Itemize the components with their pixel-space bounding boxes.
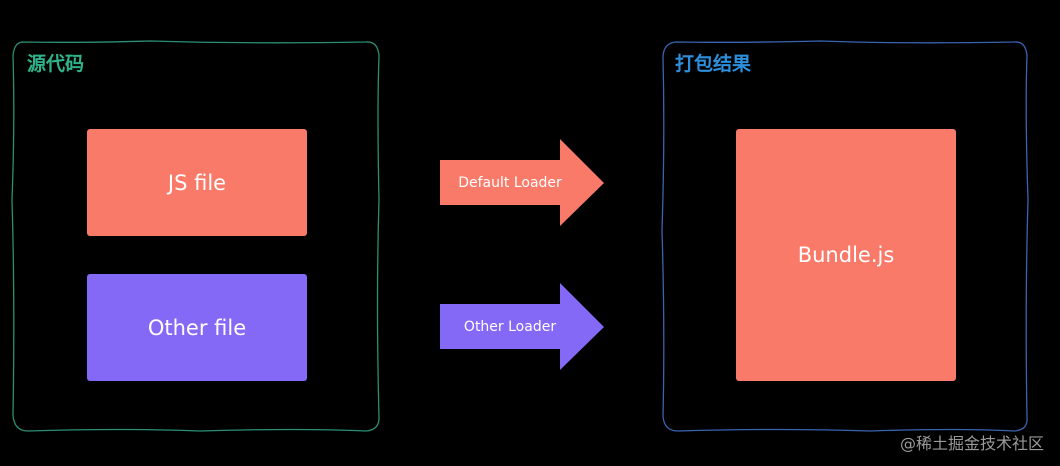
watermark: @稀土掘金技术社区 bbox=[899, 434, 1044, 453]
bundle-label: Bundle.js bbox=[797, 243, 895, 267]
other-loader-arrow bbox=[440, 283, 604, 370]
source-frame bbox=[11, 40, 380, 432]
default-loader-label: Default Loader bbox=[458, 174, 562, 191]
bundle-box: Bundle.js bbox=[736, 129, 956, 381]
output-title: 打包结果 bbox=[675, 53, 752, 75]
other-file-label: Other file bbox=[147, 315, 247, 340]
default-loader-arrow bbox=[440, 139, 604, 226]
js-file-label: JS file bbox=[167, 170, 227, 195]
js-file-box: JS file bbox=[87, 129, 307, 236]
other-loader-label: Other Loader bbox=[463, 318, 557, 335]
source-title: 源代码 bbox=[27, 53, 85, 75]
other-file-box: Other file bbox=[87, 274, 307, 381]
output-frame bbox=[661, 40, 1029, 432]
